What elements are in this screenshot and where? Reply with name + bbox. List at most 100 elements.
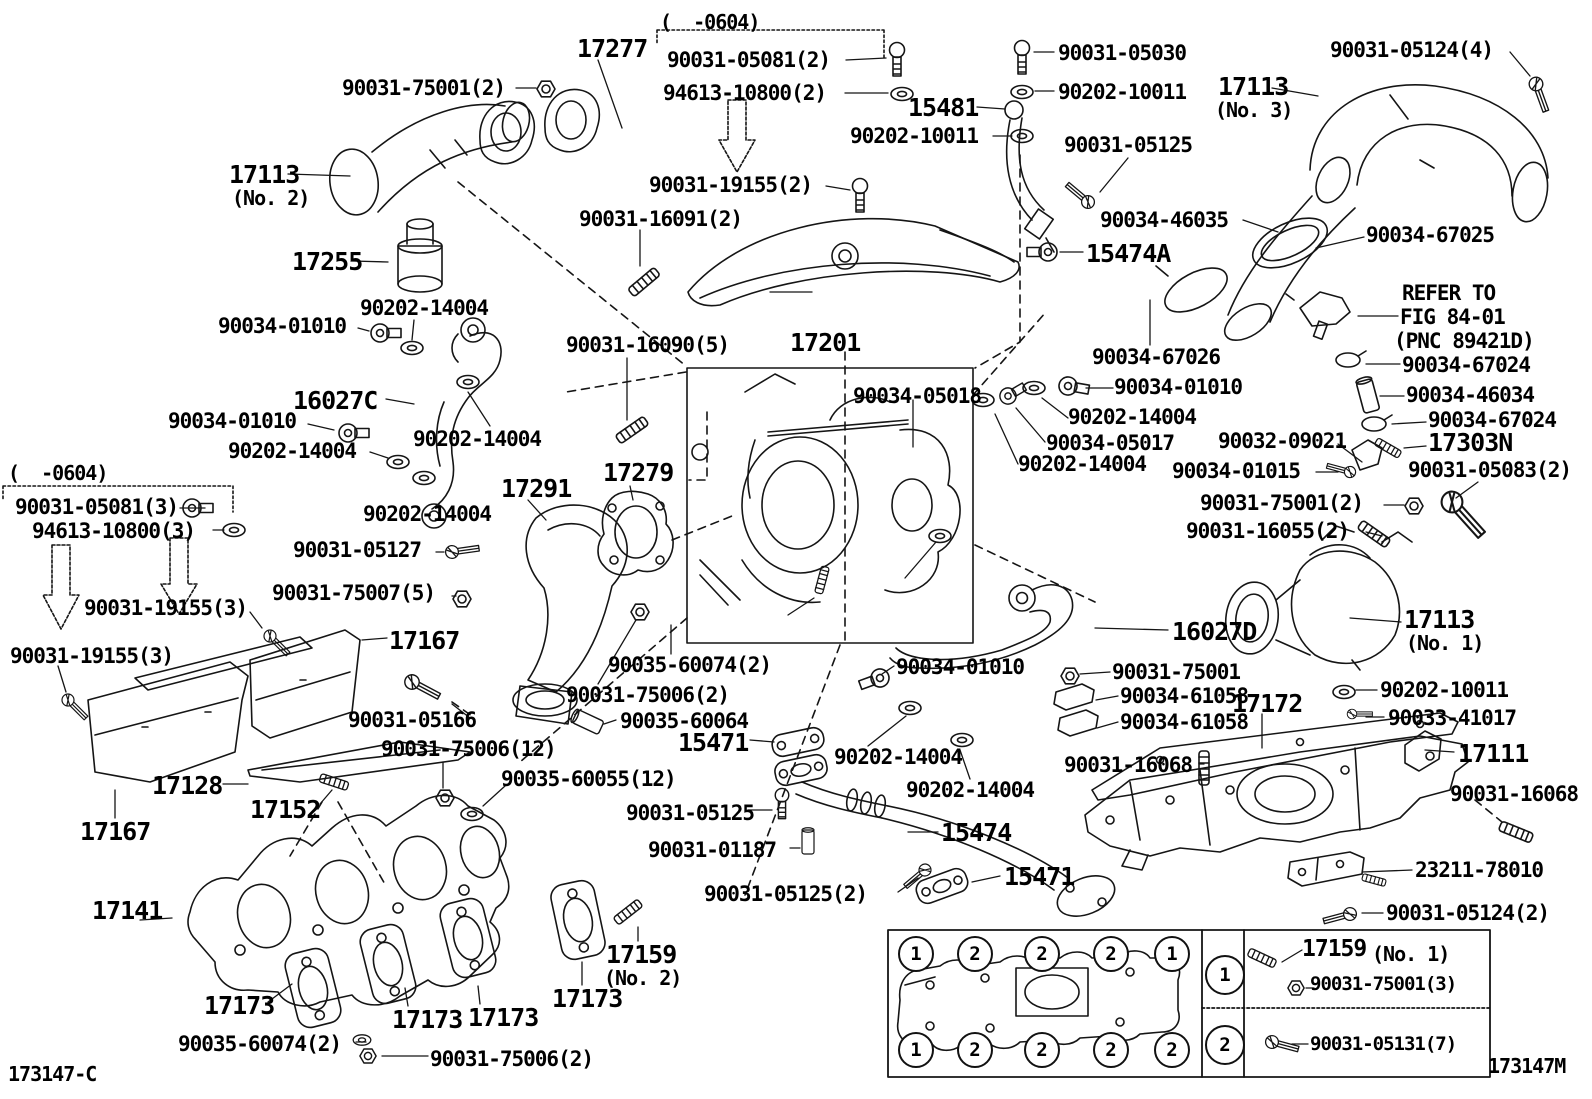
part-label: 17159 [1302,936,1367,962]
part-label: 90031-75001 [1112,660,1241,684]
part-label: 90031-75001(3) [1310,973,1457,995]
leader-lines [57,51,1531,1057]
part-label: 90031-05125 [1064,133,1193,157]
part-label: 17167 [389,626,460,655]
circled-number: 1 [898,1032,934,1068]
part-label: 15481 [908,93,979,122]
gaskets-17173 [284,879,606,1029]
circled-number: 2 [1154,1032,1190,1068]
part-label: 90202-10011 [1058,80,1187,104]
circled-number: 1 [1205,955,1245,995]
part-label: 90031-01187 [648,838,777,862]
part-label: 17291 [501,474,572,503]
part-label: 90202-10011 [1380,678,1509,702]
part-label: 94613-10800(3) [32,519,196,543]
part-label: 17141 [92,896,163,925]
pipe-17113-no2 [328,101,531,216]
strip-17128 [247,741,471,783]
part-label: 90034-61058 [1120,684,1249,708]
fastener-icons [58,39,1553,1064]
gaskets-17277 [479,88,601,165]
circled-number: 2 [1093,936,1129,972]
part-label: 90031-05125(2) [704,882,868,906]
part-label: 17173 [468,1003,539,1032]
part-label: 16027D [1172,617,1257,646]
part-label: 17303N [1428,428,1513,457]
figure-code-left: 173147-C [8,1062,97,1086]
part-label: 90034-67026 [1092,345,1221,369]
part-label: 90031-05081(3) [15,495,179,519]
part-label: 90035-60055(12) [501,767,677,791]
part-label: 90202-14004 [834,745,963,769]
gasket-17172 [1091,712,1459,801]
part-label: 90035-60064 [620,709,749,733]
elbow-17291 [512,504,628,725]
part-label: (No. 1) [1372,942,1450,966]
circled-number: 2 [1024,1032,1060,1068]
part-label: 15474 [941,818,1012,847]
part-label: 90034-01010 [1114,375,1243,399]
part-label: 90031-05124(4) [1330,38,1494,62]
part-label: 90202-14004 [363,502,492,526]
part-label: ( -0604) [660,10,760,34]
part-label: 90034-61058 [1120,710,1249,734]
circled-number: 2 [1024,936,1060,972]
pipe-16027c [421,317,502,529]
part-label: 90035-60074(2) [178,1032,342,1056]
part-label: ( -0604) [8,461,108,485]
circled-number: 2 [1205,1025,1245,1065]
figure-code-right: 173147M [1488,1054,1566,1078]
part-label: 90034-01010 [168,409,297,433]
part-label: 17167 [80,817,151,846]
part-label: 94613-10800(2) [663,81,827,105]
hose-17113-no3 [1155,84,1549,341]
circled-number: 2 [957,1032,993,1068]
construction-lines [289,154,1503,896]
part-label: 17277 [577,34,648,63]
part-label: 90031-05083(2) [1408,458,1572,482]
part-label: 90202-14004 [360,296,489,320]
manifold-17141 [187,794,510,1007]
part-label: 17201 [790,328,861,357]
part-label: 17113 [1218,72,1289,101]
down-arrow-icon [42,99,756,630]
part-label: 90032-09021 [1218,429,1347,453]
part-label: 17279 [603,458,674,487]
part-label: 90031-05124(2) [1386,901,1550,925]
gaskets-15471-and-pipe-15474 [771,726,1116,917]
part-label: 90031-75006(12) [381,737,557,761]
part-label: 90031-05127 [293,538,422,562]
part-label: 17128 [152,771,223,800]
circled-number: 1 [1154,936,1190,972]
part-label: 90031-05030 [1058,41,1187,65]
part-label: 90034-46035 [1100,208,1229,232]
part-label: 17173 [392,1005,463,1034]
part-label: 90202-14004 [413,427,542,451]
part-label: 90031-16055(2) [1186,519,1350,543]
part-label: 90031-05131(7) [1310,1033,1457,1055]
part-label: 90034-67025 [1366,223,1495,247]
circled-number: 1 [898,936,934,972]
part-label: 90034-05017 [1046,431,1175,455]
part-label: 90031-19155(2) [649,173,813,197]
part-label: 17152 [250,795,321,824]
part-label: 23211-78010 [1415,858,1544,882]
part-label: 17172 [1232,689,1303,718]
intake-manifold-17111 [1084,730,1469,871]
part-label: 90034-01015 [1172,459,1301,483]
sensor-89421d [1285,291,1351,341]
part-label: (No. 3) [1215,98,1293,122]
gasket-17279 [597,490,674,576]
part-label: 90202-14004 [1018,452,1147,476]
part-label: 17173 [552,984,623,1013]
part-label: 90034-05018 [853,384,982,408]
part-label: 90031-75006(2) [430,1047,594,1071]
turbo-assembly-box [686,367,974,644]
part-label: 17111 [1458,739,1529,768]
part-label: 90202-14004 [906,778,1035,802]
legend-table [887,929,1491,1078]
heat-shield-17167-b [249,629,361,739]
